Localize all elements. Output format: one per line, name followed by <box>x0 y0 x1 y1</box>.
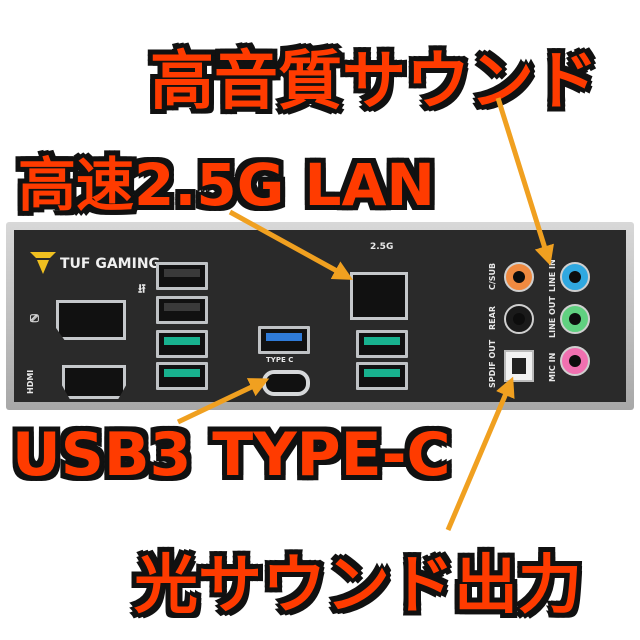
brand-label: TUF GAMING <box>60 256 161 272</box>
usb32-port-4 <box>356 362 408 390</box>
arrow-lan <box>228 209 354 280</box>
usb32-port-2 <box>156 362 208 390</box>
audio-jack-blue <box>560 262 590 292</box>
audio-jack-pink <box>560 346 590 376</box>
usb32-port-3 <box>356 330 408 358</box>
usb-blue-port <box>258 326 310 354</box>
arrow-optical <box>445 376 515 531</box>
usb32-port-1 <box>156 330 208 358</box>
typec-label: TYPE C <box>266 356 294 364</box>
displayport-port <box>56 300 126 340</box>
audio-jack-orange <box>504 262 534 292</box>
audio-jack-green <box>560 304 590 334</box>
usb2-port-1 <box>156 262 208 290</box>
tuf-logo-icon <box>30 252 56 274</box>
displayport-icon: ⎚ <box>30 312 39 325</box>
usb-icon: ⭿ <box>138 282 146 296</box>
usb2-port-2 <box>156 296 208 324</box>
audio-jack-black <box>504 304 534 334</box>
callout-optical: 光サウンド出力 <box>134 549 582 623</box>
hdmi-port <box>62 365 126 399</box>
callout-audio: 高音質サウンド <box>150 45 598 119</box>
lan-port <box>350 272 408 320</box>
lan-label: 2.5G <box>370 242 394 252</box>
callout-lan: 高速2.5G LAN <box>18 151 435 219</box>
arrow-audio <box>495 97 554 266</box>
arrow-usbc <box>176 378 270 425</box>
callout-usbc: USB3 TYPE-C <box>12 420 451 490</box>
